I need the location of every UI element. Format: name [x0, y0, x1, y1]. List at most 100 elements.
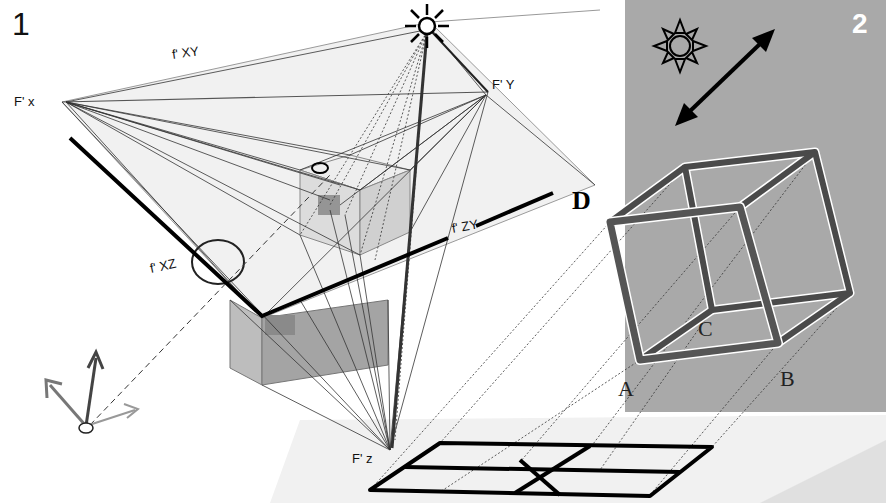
point-label: A: [618, 378, 634, 400]
light-rays: [712, 293, 850, 447]
sun-symbol: [438, 25, 449, 28]
construction-lines: [345, 215, 390, 450]
construction-lines: [300, 95, 486, 170]
upper-box: [318, 195, 340, 215]
light-rays: [372, 222, 610, 488]
construction-lines: [66, 102, 350, 155]
sun-symbol: [675, 59, 685, 72]
point-label: f' XZ: [149, 257, 177, 275]
construction-lines: [330, 210, 390, 450]
axes: [86, 358, 96, 426]
sun-symbol: [686, 52, 697, 63]
construction-lines: [62, 30, 595, 450]
lower-box: [265, 315, 295, 335]
sun-symbol: [435, 34, 443, 42]
cast-shadow: [515, 446, 590, 493]
wireframe-cube: [610, 152, 850, 360]
construction-lines: [66, 30, 425, 102]
cast-shadow: [370, 443, 712, 496]
sun-symbol: [405, 25, 416, 28]
point-label: f' XY: [171, 44, 200, 61]
sun-symbol: [654, 41, 667, 51]
panel-number: 2: [852, 10, 868, 38]
construction-lines: [388, 300, 390, 450]
plane-baseline: [70, 138, 553, 316]
wireframe-cube: [685, 152, 850, 310]
sun-symbol: [405, 4, 449, 48]
sun-symbol: [405, 4, 449, 48]
plane-edge: [62, 92, 488, 102]
wireframe-cube: [610, 152, 850, 360]
sun-symbol: [686, 29, 697, 40]
sun-rays: [330, 32, 427, 205]
construction-lines: [66, 102, 410, 170]
sun-symbol: [419, 18, 435, 34]
wireframe-cube: [685, 152, 850, 310]
axes: [46, 380, 62, 398]
sun-symbol: [426, 4, 429, 15]
upper-box: [300, 155, 410, 255]
wireframe-cube: [740, 152, 815, 207]
construction-lines: [360, 255, 390, 450]
floor-edge: [760, 440, 886, 503]
floor-plane: [270, 415, 886, 503]
light-direction-arrow: [752, 29, 775, 52]
sun-symbol: [411, 34, 419, 42]
sun-axis: [392, 32, 427, 448]
lower-box: [230, 300, 388, 385]
sun-axis: [432, 32, 488, 92]
light-direction-arrow: [675, 29, 775, 126]
wireframe-cube: [610, 207, 778, 360]
eye-point: [312, 163, 328, 173]
sun-symbol: [670, 36, 690, 56]
axes: [88, 352, 103, 369]
construction-lines: [432, 30, 486, 95]
axes: [124, 404, 138, 418]
point-label: D: [572, 188, 591, 214]
plane-edge: [430, 10, 600, 22]
wireframe-cube: [778, 293, 850, 343]
construction-lines: [300, 300, 390, 450]
sun-rays: [375, 32, 427, 260]
point-label: F' x: [14, 95, 35, 108]
construction-lines: [486, 95, 595, 185]
point-label: C: [698, 318, 713, 340]
light-rays: [440, 167, 685, 443]
plane-baseline: [476, 193, 553, 226]
construction-lines: [390, 92, 488, 450]
sun-symbol: [663, 29, 674, 40]
axes: [79, 423, 93, 433]
picture-plane: [62, 22, 595, 318]
panel-number: 1: [12, 8, 30, 40]
sight-line: [90, 175, 330, 425]
sun-rays: [300, 32, 427, 440]
sun-rays: [300, 32, 427, 235]
point-label: F' Y: [492, 78, 514, 91]
axes: [46, 352, 138, 433]
point-label: B: [780, 368, 795, 390]
construction-lines: [230, 300, 390, 450]
sun-symbol: [435, 10, 443, 18]
sun-symbol: [654, 20, 706, 72]
light-direction-arrow: [688, 42, 762, 113]
wireframe-cube: [610, 152, 850, 360]
sun-symbol: [426, 37, 429, 48]
plane-baseline: [70, 138, 448, 316]
construction-lines: [262, 95, 486, 318]
wireframe-cube: [610, 207, 778, 360]
sun-symbol: [411, 10, 419, 18]
construction-lines: [66, 102, 330, 200]
sun-symbol: [693, 41, 706, 51]
axes: [50, 385, 86, 426]
sun-symbol: [663, 52, 674, 63]
point-label: F' z: [352, 452, 373, 465]
light-direction-arrow: [675, 103, 698, 126]
construction-lines: [66, 102, 360, 255]
construction-lines: [62, 102, 390, 450]
upper-box: [300, 170, 360, 255]
sun-symbol: [675, 20, 685, 33]
cast-shadow: [405, 467, 680, 472]
sun-symbol: [654, 20, 706, 72]
cast-shadow: [370, 443, 712, 496]
